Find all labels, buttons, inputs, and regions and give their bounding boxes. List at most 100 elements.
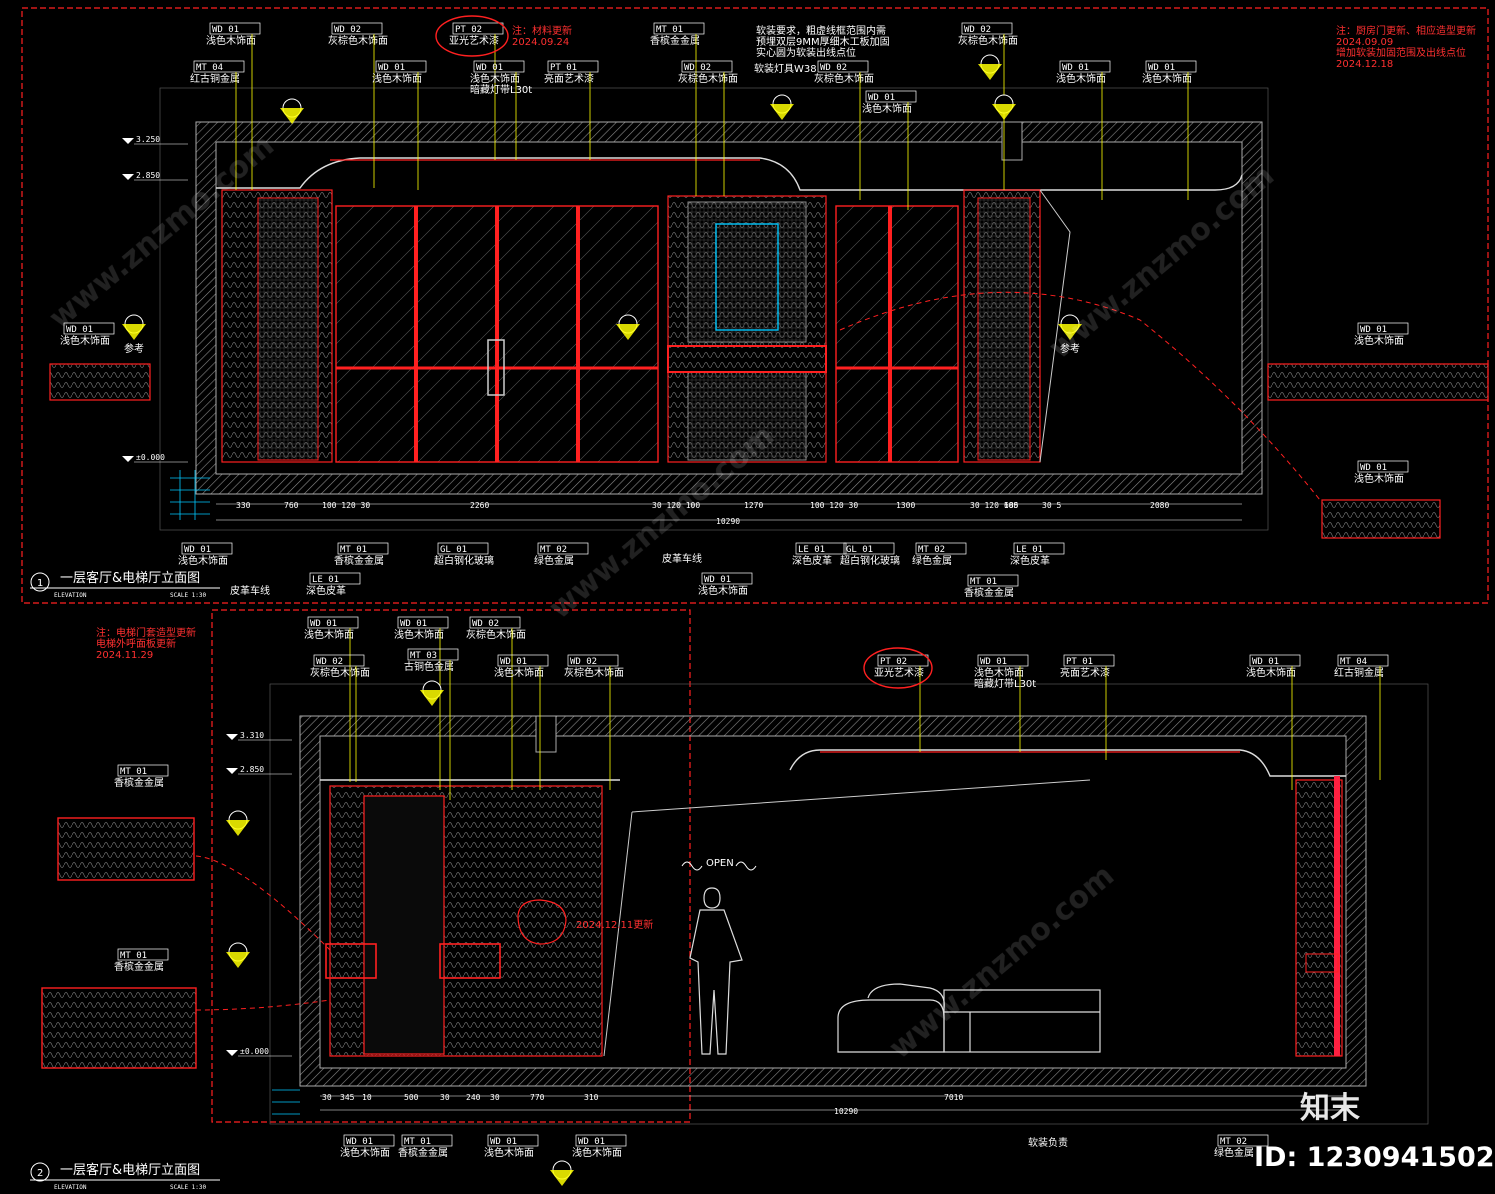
elevator-frame-band [439,943,501,979]
material-name: 浅色木饰面 [1354,334,1404,347]
material-code-box [967,574,1019,587]
section-ref-arrow-icon [122,324,146,340]
material-code: PT 01 [550,63,577,73]
material-name: 香槟金金属 [334,554,384,567]
drawing-title: 一层客厅&电梯厅立面图 [60,1162,200,1178]
material-callout[interactable]: 皮革车线 [662,552,702,565]
material-code: WD 01 [184,545,211,555]
material-name: 灰棕色木饰面 [310,666,370,679]
material-code: WD 02 [472,619,499,629]
material-code: WD 01 [490,1137,517,1147]
material-code: LE 01 [312,575,339,585]
right-wall-inset [1334,776,1340,1056]
material-code-box [117,764,169,777]
material-code-box [547,60,599,73]
material-name: 古铜色金属 [404,660,454,673]
material-code-box [397,616,449,629]
material-code-box [567,654,619,667]
right-wall-band [1305,953,1339,973]
material-code: WD 01 [578,1137,605,1147]
material-code-box [977,654,1029,667]
detail-right [1267,363,1489,401]
material-code: MT 04 [196,63,223,73]
material-callout[interactable]: 皮革车线 [230,584,270,597]
material-code: WD 01 [310,619,337,629]
watermark-id: ID: 1230941502 [1254,1142,1495,1173]
detail-mt01-bottom [41,987,197,1069]
dimension-value: 1270 [744,501,763,510]
material-code: MT 01 [340,545,367,555]
dimension-value: 30 [322,1093,332,1102]
dimension-value: 2260 [470,501,489,510]
dimension-value: 345 [340,1093,355,1102]
material-name: 香槟金金属 [114,960,164,973]
panel-center-lower [687,371,807,461]
dimension-value: 685 [1004,501,1019,510]
material-code-box [877,654,929,667]
drawing-number: 1 [37,578,43,589]
material-code-box [1013,542,1065,555]
material-code: WD 01 [500,657,527,667]
elevator-frame-band-left [325,943,377,979]
material-code: WD 01 [868,93,895,103]
panel-right-inset [977,197,1031,461]
detail-left [49,363,151,401]
material-name: 亮面艺术漆 [544,72,594,85]
section-ref-arrow-icon [226,820,250,836]
material-code: WD 01 [378,63,405,73]
material-name: 深色皮革 [792,554,832,567]
door-swing-arc [839,291,1321,501]
panel-center-upper [687,201,807,343]
section-ref-arrow-icon [616,324,640,340]
material-code: MT 03 [410,651,437,661]
